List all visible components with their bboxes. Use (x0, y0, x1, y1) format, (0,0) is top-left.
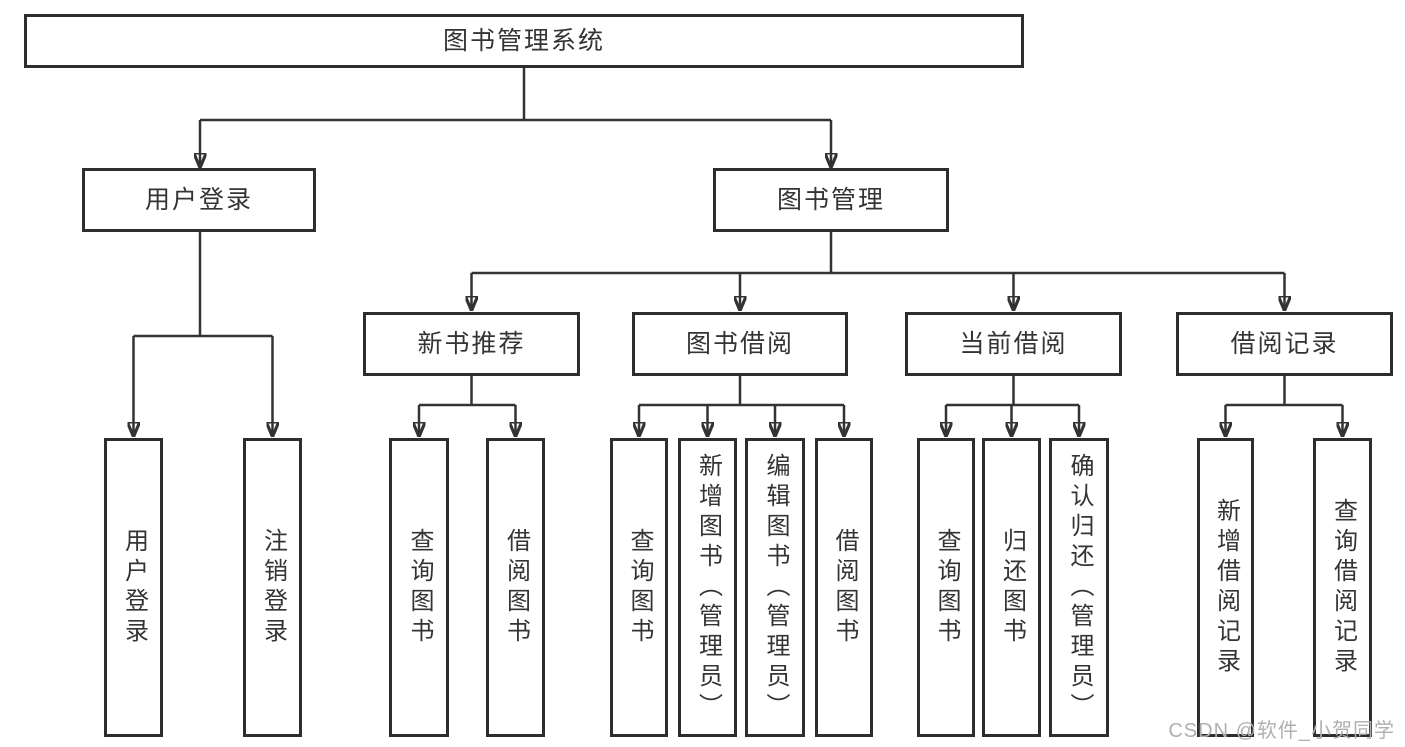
leaf-add-borrow-record: 新增借阅记录 (1197, 438, 1254, 737)
leaf-user-login: 用户登录 (104, 438, 163, 737)
leaf-return-book: 归还图书 (982, 438, 1041, 737)
leaf-edit-book-admin: 编辑图书（管理员） (745, 438, 805, 737)
edge-book-management-bar (471, 232, 1285, 275)
edge-borrow-records-bar (1225, 376, 1343, 407)
node-book-management: 图书管理 (713, 168, 949, 232)
node-new-book-recommend: 新书推荐 (363, 312, 580, 376)
leaf-borrow-books: 借阅图书 (486, 438, 545, 737)
leaf-query-books: 查询图书 (917, 438, 975, 737)
leaf-confirm-return-admin: 确认归还（管理员） (1049, 438, 1109, 737)
edge-book-borrow-bar (639, 376, 844, 407)
edge-current-borrow-bar (946, 376, 1079, 407)
node-root: 图书管理系统 (24, 14, 1024, 68)
node-user-login: 用户登录 (82, 168, 316, 232)
edge-user-login-bar (133, 232, 273, 338)
edge-new-book-bar (419, 376, 516, 407)
leaf-query-books: 查询图书 (389, 438, 449, 737)
node-current-borrow: 当前借阅 (905, 312, 1122, 376)
leaf-query-books: 查询图书 (610, 438, 668, 737)
leaf-borrow-books: 借阅图书 (815, 438, 873, 737)
edge-root-bar (200, 68, 831, 122)
node-book-borrow: 图书借阅 (632, 312, 848, 376)
leaf-add-book-admin: 新增图书（管理员） (678, 438, 737, 737)
node-borrow-records: 借阅记录 (1176, 312, 1393, 376)
csdn-watermark: CSDN @软件_小贺同学 (1168, 720, 1395, 742)
leaf-logout: 注销登录 (243, 438, 302, 737)
leaf-query-borrow-record: 查询借阅记录 (1313, 438, 1372, 737)
